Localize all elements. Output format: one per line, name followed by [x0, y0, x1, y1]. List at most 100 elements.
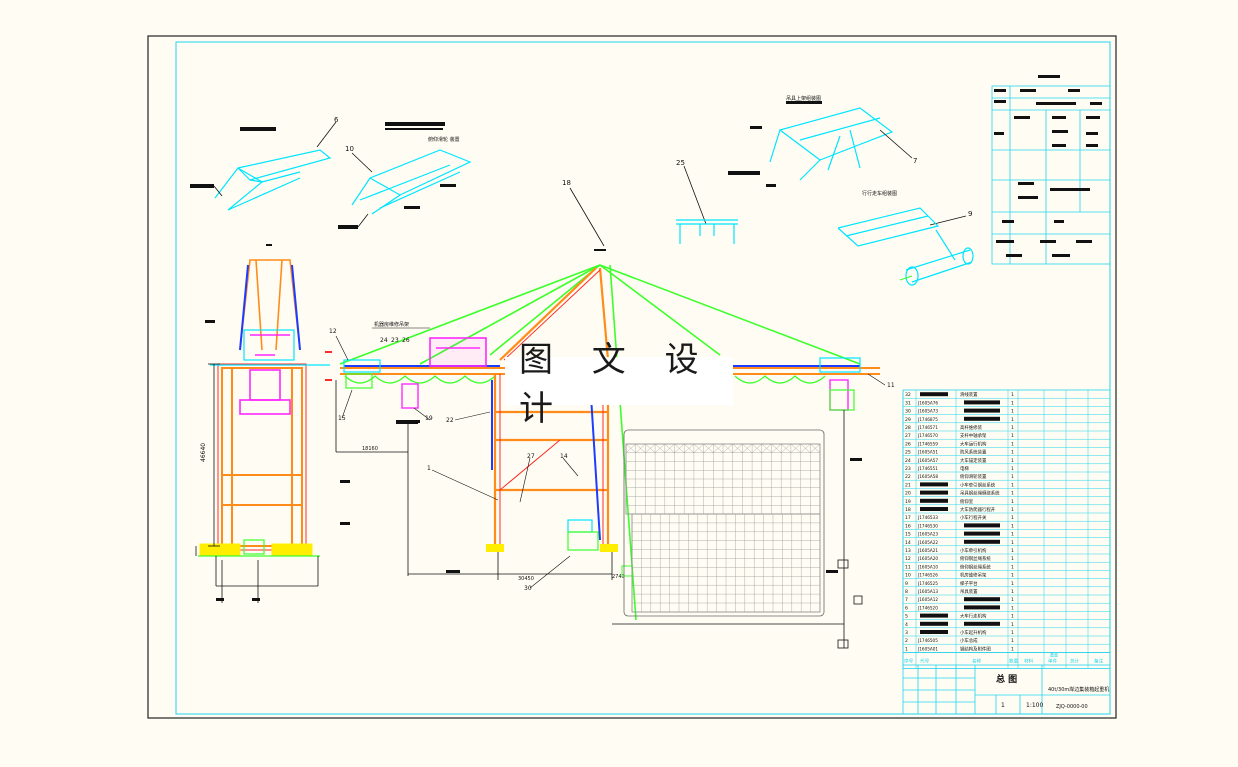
parts-row-qty: 1 [1011, 417, 1014, 423]
callout-19: 19 [425, 415, 433, 422]
parts-row-code: J1605A13 [917, 589, 938, 594]
mid-detail-label: 俯仰滑轮 装置 [428, 136, 460, 143]
parts-header-cell: 总计 [1070, 657, 1080, 664]
right-top-detail-label: 吊具上架组装图 [786, 95, 821, 102]
parts-row-no: 3 [905, 630, 908, 636]
parts-row-code: J1605A12 [917, 597, 938, 602]
parts-row-code-block [920, 392, 948, 397]
parts-row-code: J1605A76 [917, 400, 938, 405]
parts-header-cell: 单件 [1048, 657, 1058, 664]
detail-10: 俯仰滑轮 装置 10 [338, 122, 472, 229]
parts-row-qty: 1 [1011, 458, 1014, 464]
parts-row-code-block [920, 482, 948, 487]
parts-row-code: J1746526 [917, 573, 938, 578]
parts-row-code: J1605A10 [917, 564, 938, 569]
callout-25: 25 [676, 159, 685, 167]
parts-header-cell: 材料 [1024, 657, 1034, 664]
parts-row-qty: 1 [1011, 556, 1014, 562]
parts-row-code: J1746559 [917, 441, 938, 446]
callout-18: 18 [562, 179, 571, 187]
parts-row-name: 吊具装置 [960, 588, 978, 595]
parts-row-qty: 1 [1011, 433, 1014, 439]
top-right-table [991, 85, 1111, 265]
parts-row-name: 吊具钢丝绳缠绕系统 [960, 490, 1000, 497]
parts-row-qty: 1 [1011, 573, 1014, 579]
parts-row-no: 24 [905, 458, 911, 464]
parts-row-no: 2 [905, 638, 908, 644]
parts-row-name: 大车行走机构 [960, 613, 987, 620]
parts-row-qty: 1 [1011, 515, 1014, 521]
parts-row-no: 18 [905, 507, 911, 513]
parts-row-name: 大车锚定装置 [960, 457, 987, 464]
parts-row-name-block [964, 597, 1000, 602]
parts-row-no: 28 [905, 425, 911, 431]
watermark-text: 图 文 设 计 [519, 340, 713, 429]
parts-row-qty: 1 [1011, 622, 1014, 628]
parts-row-no: 5 [905, 614, 908, 620]
parts-row-no: 7 [905, 597, 908, 603]
parts-row-code: J1746533 [917, 515, 938, 520]
parts-row-name: 小车牵引钢丝系统 [960, 481, 996, 488]
parts-row-qty: 1 [1011, 466, 1014, 472]
detail-6: 6 [190, 116, 339, 211]
sheet-number: 1 [1001, 702, 1005, 709]
parts-row-code: J1605A22 [917, 540, 938, 545]
callout-24: 24 [380, 337, 388, 344]
parts-row-qty: 1 [1011, 589, 1014, 595]
parts-row-name: 大车运行机构 [960, 440, 987, 447]
callout-7: 7 [913, 157, 917, 165]
parts-row-name-block [964, 408, 1000, 413]
callout-6: 6 [334, 116, 339, 124]
parts-row-qty: 1 [1011, 523, 1014, 529]
parts-row-name: 滑线装置 [960, 391, 978, 398]
callout-15: 15 [338, 415, 346, 422]
parts-row-no: 4 [905, 622, 908, 628]
parts-row-code-block [920, 498, 948, 503]
detail-9: 行行走车组装图 9 [837, 190, 974, 286]
parts-row-no: 13 [905, 548, 911, 554]
parts-row-qty: 1 [1011, 450, 1014, 456]
parts-row-no: 26 [905, 441, 911, 447]
parts-row-code-block [920, 490, 948, 495]
callout-1: 1 [427, 465, 431, 472]
parts-row-name: 小车行程开关 [960, 514, 987, 521]
parts-row-code: J1605A23 [917, 532, 938, 537]
top-right-table-blocks [994, 75, 1102, 257]
parts-row-name: 电梯 [960, 465, 969, 472]
scale: 1:100 [1026, 702, 1043, 709]
product-name: 40t/30m岸边集装箱起重机 [1048, 686, 1109, 693]
parts-row-no: 27 [905, 433, 911, 439]
parts-header-cell: 数量 [1009, 657, 1019, 664]
parts-row-code: J1605A20 [917, 556, 938, 561]
container-grid [623, 429, 825, 617]
outer-border [147, 35, 1117, 719]
parts-row-code: J1746570 [917, 433, 938, 438]
parts-row-code: J1746875 [917, 417, 938, 422]
parts-row-code: J1605A21 [917, 548, 938, 553]
watermark: 图 文 设 计 [505, 340, 733, 429]
right-mid-detail-label: 行行走车组装图 [862, 190, 897, 197]
parts-row-qty: 1 [1011, 425, 1014, 431]
parts-row-no: 17 [905, 515, 911, 521]
parts-row-name-block [964, 400, 1000, 405]
parts-row-name-block [964, 531, 1000, 536]
parts-row-qty: 1 [1011, 597, 1014, 603]
parts-row-qty: 1 [1011, 400, 1014, 406]
parts-row-qty: 1 [1011, 491, 1014, 497]
parts-row-code-block [920, 630, 948, 634]
parts-row-qty: 1 [1011, 564, 1014, 570]
parts-header-cell: 代号 [920, 657, 930, 664]
parts-row-no: 23 [905, 466, 911, 472]
parts-row-no: 14 [905, 540, 911, 546]
parts-row-no: 32 [905, 392, 911, 398]
parts-row-no: 16 [905, 523, 911, 529]
parts-row-name-block [964, 539, 1000, 544]
title-block [902, 664, 1111, 715]
detail-7: 吊具上架组装图 7 [728, 95, 917, 187]
parts-row-code: J1605A57 [917, 458, 938, 463]
parts-row-name: 梯子平台 [960, 580, 978, 587]
parts-row-no: 25 [905, 450, 911, 456]
parts-row-name: 俯仰室 [960, 498, 974, 505]
